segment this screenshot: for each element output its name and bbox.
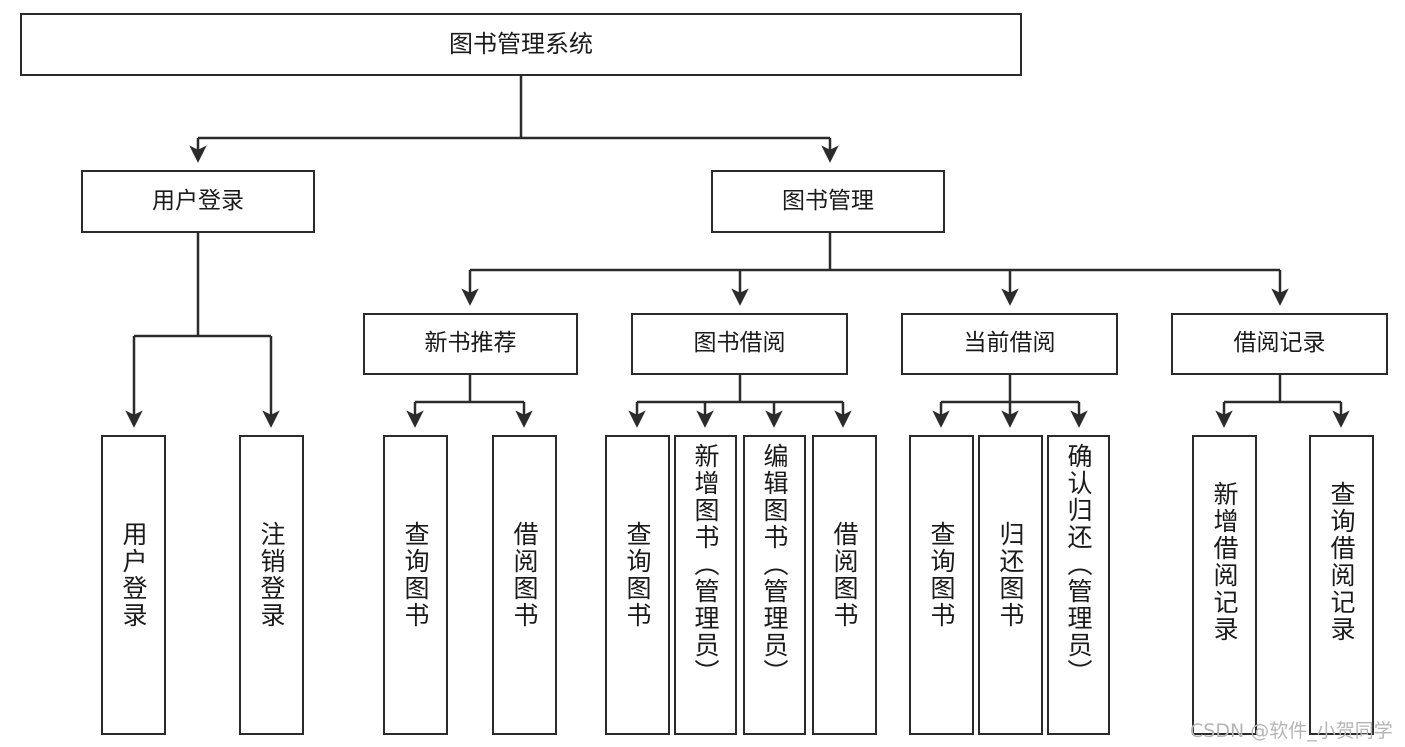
leaf-user-login-signout[interactable]: 注销登录 [239,435,304,735]
node-borrow-record[interactable]: 借阅记录 [1171,313,1388,375]
leaf-label: 查询图书 [401,521,430,629]
node-label: 用户登录 [152,187,244,214]
node-label: 图书管理系统 [449,30,593,59]
node-label: 当前借阅 [963,330,1056,357]
leaf-label: 新增借阅记录 [1210,481,1239,643]
leaf-label: 编辑图书（管理员） [760,443,789,686]
leaf-current-return-book[interactable]: 归还图书 [978,435,1043,735]
leaf-label: 用户登录 [119,521,148,629]
leaf-user-login-signin[interactable]: 用户登录 [101,435,166,735]
leaf-label: 归还图书 [996,521,1025,629]
leaf-record-add-record[interactable]: 新增借阅记录 [1192,435,1257,735]
leaf-borrow-borrow-book[interactable]: 借阅图书 [812,435,877,735]
leaf-new-book-borrow[interactable]: 借阅图书 [492,435,557,735]
leaf-label: 借阅图书 [830,521,859,629]
leaf-borrow-query-book[interactable]: 查询图书 [605,435,670,735]
node-current-borrow[interactable]: 当前借阅 [901,313,1118,375]
watermark-label: CSDN @软件_小贺同学 [1190,720,1393,742]
node-new-book-recommend[interactable]: 新书推荐 [363,313,578,375]
leaf-label: 新增图书（管理员） [691,443,720,686]
leaf-record-query-record[interactable]: 查询借阅记录 [1309,435,1374,735]
leaf-label: 查询借阅记录 [1327,481,1356,643]
node-root-system[interactable]: 图书管理系统 [20,13,1022,76]
leaf-current-confirm-return-admin[interactable]: 确认归还（管理员） [1047,435,1110,735]
leaf-label: 注销登录 [257,521,286,629]
leaf-current-query-book[interactable]: 查询图书 [909,435,974,735]
node-label: 图书管理 [782,187,874,214]
leaf-label: 借阅图书 [510,521,539,629]
node-book-management[interactable]: 图书管理 [711,170,945,233]
leaf-label: 确认归还（管理员） [1064,443,1093,686]
node-label: 新书推荐 [424,330,517,357]
leaf-label: 查询图书 [623,521,652,629]
node-user-login[interactable]: 用户登录 [81,170,315,233]
leaf-label: 查询图书 [927,521,956,629]
node-book-borrow[interactable]: 图书借阅 [631,313,848,375]
leaf-borrow-add-book-admin[interactable]: 新增图书（管理员） [674,435,737,735]
node-label: 图书借阅 [693,330,786,357]
node-label: 借阅记录 [1233,330,1326,357]
leaf-new-book-query[interactable]: 查询图书 [383,435,448,735]
leaf-borrow-edit-book-admin[interactable]: 编辑图书（管理员） [743,435,806,735]
